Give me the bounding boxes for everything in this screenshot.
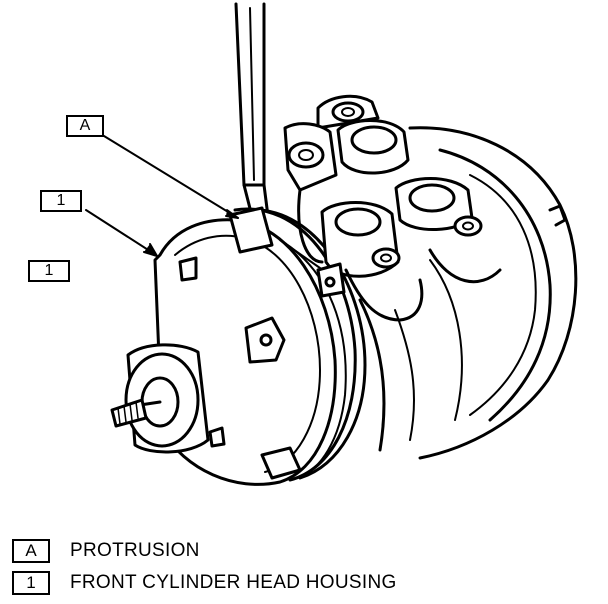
leader-lines	[85, 135, 239, 257]
legend-text-protrusion: PROTRUSION	[70, 540, 200, 561]
legend-row-a: A PROTRUSION	[12, 537, 200, 565]
legend-row-1: 1 FRONT CYLINDER HEAD HOUSING	[12, 569, 397, 597]
callout-a: A	[66, 115, 104, 137]
legend-text-front-cylinder-head-housing: FRONT CYLINDER HEAD HOUSING	[70, 572, 397, 593]
callout-1-lower: 1	[28, 260, 70, 282]
compressor-hub	[110, 343, 210, 454]
pry-tool	[234, 2, 272, 234]
legend-key-a: A	[12, 539, 50, 563]
legend-key-1: 1	[12, 571, 50, 595]
callout-1-upper: 1	[40, 190, 82, 212]
compressor-ports	[228, 94, 502, 322]
compressor-rear-body	[358, 126, 578, 460]
